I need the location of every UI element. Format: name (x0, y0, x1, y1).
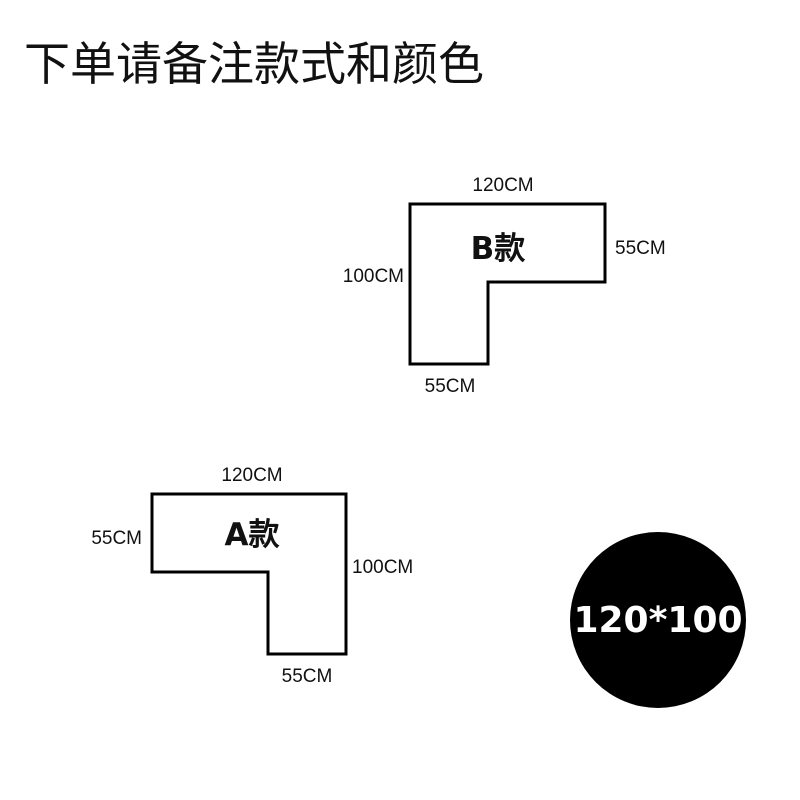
shape-b-right-arm-height: 55CM (615, 238, 666, 259)
shape-b-top-width: 120CM (472, 175, 533, 196)
shape-b-outline (408, 202, 607, 366)
size-badge-text: 120*100 (573, 599, 743, 641)
shape-b-bottom-width: 55CM (425, 376, 476, 397)
shape-a-outline (150, 492, 348, 656)
shape-a-top-width: 120CM (221, 465, 282, 486)
shape-a-left-arm-height: 55CM (91, 528, 142, 549)
shape-b-name: B款 (471, 231, 527, 267)
shape-a: A款 120CM 55CM 100CM 55CM (91, 465, 413, 687)
size-badge: 120*100 (570, 532, 746, 708)
shape-a-bottom-width: 55CM (282, 666, 333, 687)
shape-a-right-height: 100CM (352, 557, 413, 578)
shape-b: B款 120CM 55CM 100CM 55CM (343, 175, 666, 397)
shape-b-left-height: 100CM (343, 266, 404, 287)
page-heading: 下单请备注款式和颜色 (24, 37, 484, 91)
shape-a-name: A款 (225, 517, 281, 553)
